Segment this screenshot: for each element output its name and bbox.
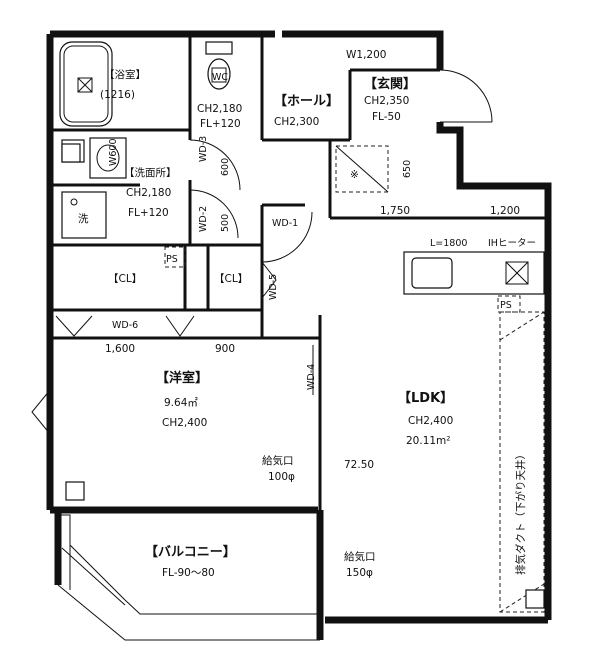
washroom-fl: FL+120	[128, 207, 169, 219]
bath-size: (1216)	[100, 89, 135, 101]
wd2-label: WD-2	[198, 206, 209, 232]
kitchen-length: L=1800	[430, 238, 467, 249]
wd6-label: WD-6	[112, 320, 138, 331]
dim-1600: 1,600	[105, 343, 135, 355]
washer-label: 洗	[78, 213, 89, 225]
cooktop-label: IHヒーター	[488, 238, 536, 249]
western-area: 9.64㎡	[164, 397, 198, 409]
wd4-label: WD-4	[306, 364, 317, 390]
wc-fl: FL+120	[200, 118, 241, 130]
entrance-fl: FL-50	[372, 111, 401, 123]
toilet	[205, 41, 233, 90]
washroom-ch: CH2,180	[126, 187, 171, 199]
cl1-label: 【CL】	[108, 273, 142, 285]
wd3-width: 600	[220, 158, 231, 176]
entrance-door	[439, 69, 493, 123]
shoe-box-mark: ※	[350, 169, 359, 181]
duct-label: 排気ダクト（下がり天井）	[514, 449, 527, 575]
western-label: 【洋室】	[156, 370, 208, 386]
entrance-ch: CH2,350	[364, 95, 409, 107]
wc-ch: CH2,180	[197, 103, 242, 115]
dim-900: 900	[215, 343, 235, 355]
bathtub	[59, 41, 113, 127]
entrance-label: 【玄関】	[364, 76, 416, 92]
balcony-label: 【バルコニー】	[145, 544, 236, 560]
washer	[61, 191, 107, 239]
outer-walls	[46, 30, 552, 640]
ldk-ch: CH2,400	[408, 415, 453, 427]
dim-650: 650	[402, 160, 413, 178]
wd1-label: WD-1	[272, 218, 298, 229]
balcony-fl: FL-90～80	[162, 567, 215, 579]
hall-ch: CH2,300	[274, 116, 319, 128]
door-wd1	[261, 211, 313, 263]
interior-walls	[50, 34, 548, 510]
wc-label: WC	[212, 72, 228, 83]
exhaust-duct	[499, 311, 545, 613]
dim-7250: 72.50	[344, 459, 374, 471]
window-western	[31, 389, 51, 435]
door-wd5	[261, 261, 277, 299]
western-ch: CH2,400	[162, 417, 207, 429]
hall-label: 【ホール】	[274, 93, 339, 109]
dim-1750: 1,750	[380, 205, 410, 217]
wd2-width: 500	[220, 214, 231, 232]
door-wd2	[189, 189, 239, 239]
ldk-area: 20.11m²	[406, 435, 451, 447]
shoe-box	[335, 145, 389, 193]
ps-label: PS	[166, 254, 178, 265]
dim-1200: 1,200	[490, 205, 520, 217]
ldk-label: 【LDK】	[398, 390, 453, 406]
vent2-label: 給気口	[344, 550, 376, 563]
balcony-outline	[57, 514, 320, 641]
vent2-size: 150φ	[346, 567, 373, 579]
door-wd6	[55, 315, 195, 337]
entrance-width: W1,200	[346, 49, 386, 61]
vent1-size: 100φ	[268, 471, 295, 483]
vanity-label: W600	[108, 138, 119, 166]
ps-box	[164, 246, 186, 268]
door-wd3	[189, 139, 241, 191]
kitchen-counter	[403, 251, 545, 295]
ps2-label: PS	[500, 300, 512, 311]
washroom-label: 【洗面所】	[124, 167, 177, 179]
bath-label: 【浴室】	[104, 68, 146, 81]
wd5-label: WD-5	[268, 274, 279, 300]
cl2-label: 【CL】	[214, 273, 248, 285]
corner-columns	[61, 143, 545, 609]
wd3-label: WD-3	[198, 136, 209, 162]
vent1-label: 給気口	[262, 454, 294, 467]
